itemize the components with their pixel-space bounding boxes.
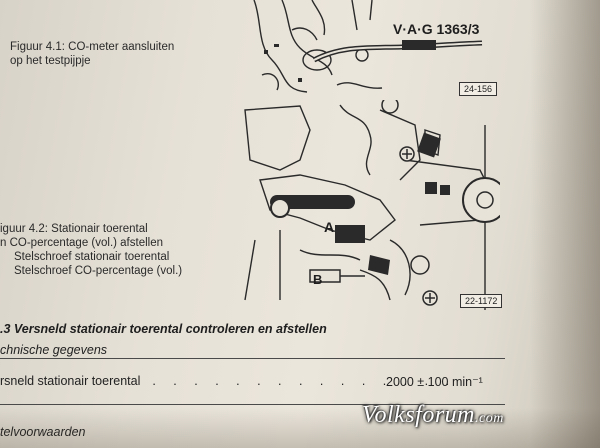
- figure-4-1-illustration: V·A·G 1363/3: [253, 0, 483, 93]
- divider: [0, 358, 505, 359]
- watermark-text: Volksforum: [362, 402, 475, 428]
- spec-row: rsneld stationair toerental . . . . . . .…: [0, 374, 483, 389]
- caption-line: op het testpijpje: [10, 55, 91, 67]
- page-curve-shadow: [530, 0, 600, 448]
- watermark-logo: Volksforum.com: [362, 402, 504, 429]
- figure-4-2-illustration: A B: [244, 100, 500, 310]
- caption-line-b: Stelschroef CO-percentage (vol.): [14, 265, 183, 277]
- divider: [0, 404, 505, 405]
- tool-label: V·A·G 1363/3: [393, 21, 480, 37]
- caption-line: iguur 4.2: Stationair toerental: [0, 223, 148, 235]
- spec-dots: . . . . . . . . . . . . . . .: [152, 374, 457, 388]
- section-title: .3 Versneld stationair toerental control…: [0, 322, 327, 336]
- caption-line-a: Stelschroef stationair toerental: [14, 251, 170, 263]
- figure-4-2-caption: iguur 4.2: Stationair toerental n CO-per…: [0, 222, 240, 278]
- spec-value: 2000 ± 100 min⁻¹: [386, 375, 483, 389]
- watermark-suffix: .com: [475, 411, 504, 426]
- figure-4-2-ref: 22-1172: [460, 294, 503, 308]
- spec-label: rsneld stationair toerental: [0, 374, 141, 388]
- caption-line: n CO-percentage (vol.) afstellen: [0, 237, 163, 249]
- specs-heading: chnische gegevens: [0, 343, 108, 357]
- label-a: A: [324, 219, 334, 235]
- label-b: B: [313, 272, 322, 287]
- conditions-heading: telvoorwaarden: [0, 425, 86, 439]
- figure-4-1-caption: Figuur 4.1: CO-meter aansluiten op het t…: [10, 40, 230, 68]
- figure-4-1-ref: 24-156: [459, 82, 498, 96]
- page-bottom-shadow: [0, 408, 600, 448]
- caption-line: Figuur 4.1: CO-meter aansluiten: [10, 41, 175, 53]
